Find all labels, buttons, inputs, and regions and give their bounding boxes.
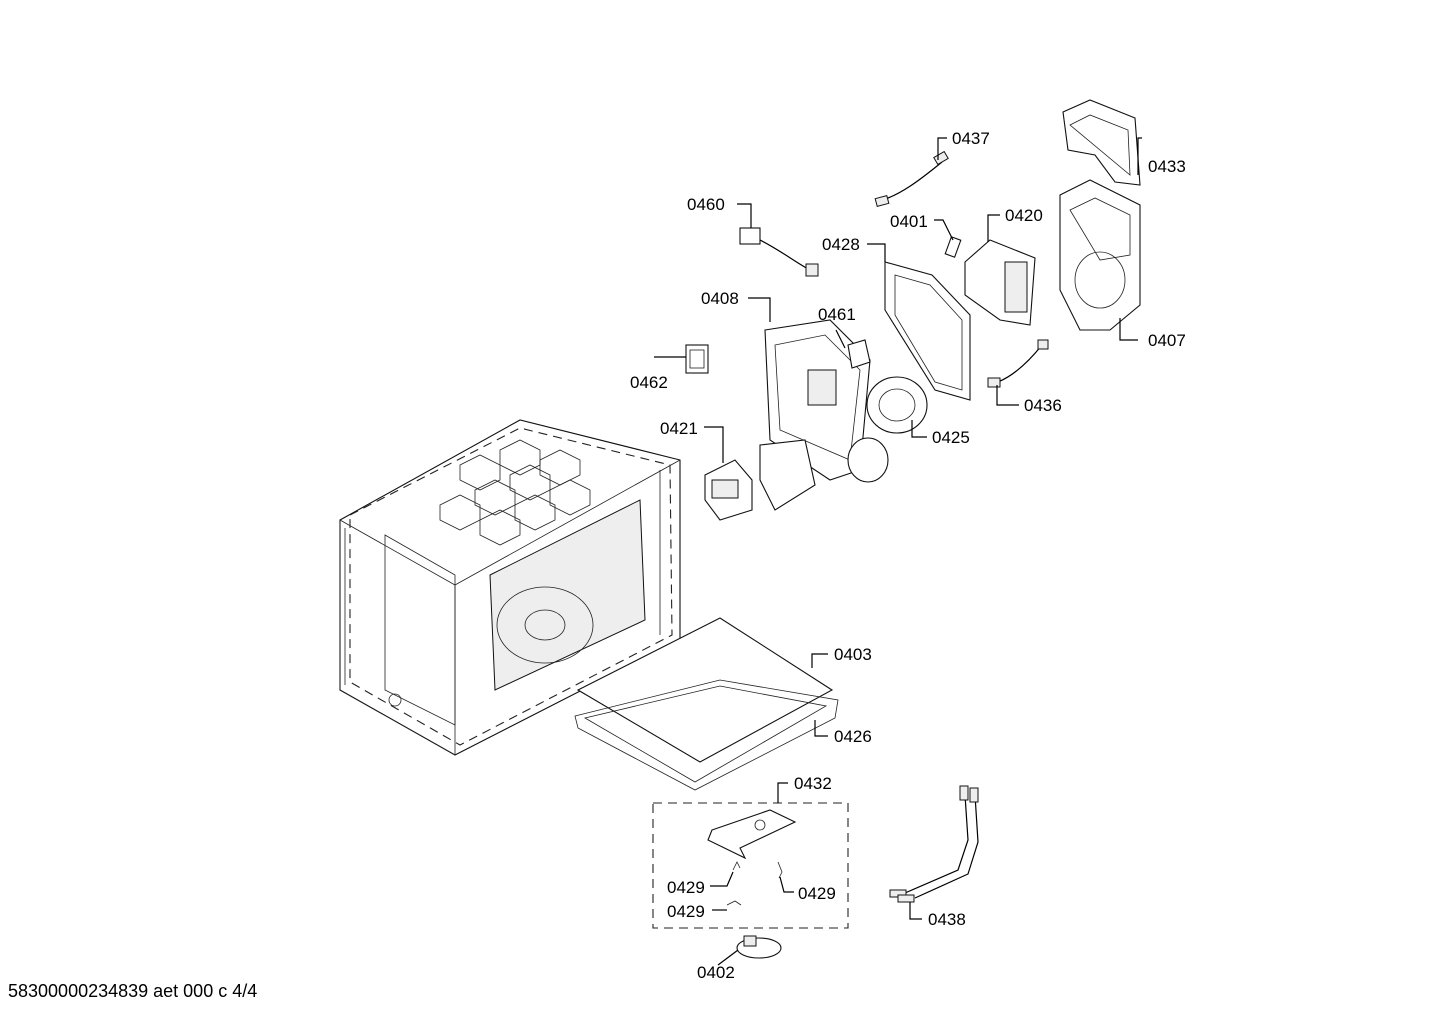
label-0462: 0462	[630, 373, 668, 392]
turntable-motor-drawing	[736, 935, 782, 959]
part-0461-drawing	[847, 339, 871, 369]
cable-0460-drawing	[739, 227, 819, 277]
label-0407: 0407	[1148, 331, 1186, 350]
label-0436: 0436	[1024, 396, 1062, 415]
leader-lines	[654, 137, 1142, 966]
sensor-0462-drawing	[685, 344, 709, 374]
turntable-group-box	[652, 802, 849, 929]
cable-0438-drawing	[889, 785, 979, 903]
label-0432: 0432	[794, 774, 832, 793]
fan-0425-drawing	[847, 376, 928, 483]
power-module-0420-drawing	[964, 239, 1036, 326]
document-id-footer: 58300000234839 aet 000 c 4/4	[8, 981, 258, 1001]
label-0429-right: 0429	[798, 884, 836, 903]
label-0433: 0433	[1148, 157, 1186, 176]
label-0421: 0421	[660, 419, 698, 438]
fuse-0401-drawing	[944, 236, 962, 258]
oven-housing-drawing	[339, 419, 681, 756]
label-0402: 0402	[697, 963, 735, 982]
label-0401: 0401	[890, 212, 928, 231]
label-0460: 0460	[687, 195, 725, 214]
motor-0421-drawing	[704, 459, 753, 521]
turntable-support-drawing	[707, 809, 797, 906]
label-0428: 0428	[822, 235, 860, 254]
label-0420: 0420	[1005, 206, 1043, 225]
label-0438: 0438	[928, 910, 966, 929]
label-0426: 0426	[834, 727, 872, 746]
label-0429-lower-left: 0429	[667, 902, 705, 921]
label-0425: 0425	[932, 428, 970, 447]
label-0403: 0403	[834, 645, 872, 664]
label-0429-upper-left: 0429	[667, 878, 705, 897]
cable-0437-drawing	[874, 150, 949, 208]
fan-housing-0407-drawing	[1059, 179, 1141, 331]
part-labels: 0437 0433 0460 0401 0420 0428 0408 0461 …	[630, 129, 1186, 982]
board-0428-drawing	[884, 261, 971, 401]
label-0408: 0408	[701, 289, 739, 308]
label-0461: 0461	[818, 305, 856, 324]
glass-plate-drawing	[574, 617, 839, 791]
label-0437: 0437	[952, 129, 990, 148]
cover-0433-drawing	[1062, 99, 1141, 186]
cable-0436-drawing	[987, 339, 1049, 388]
